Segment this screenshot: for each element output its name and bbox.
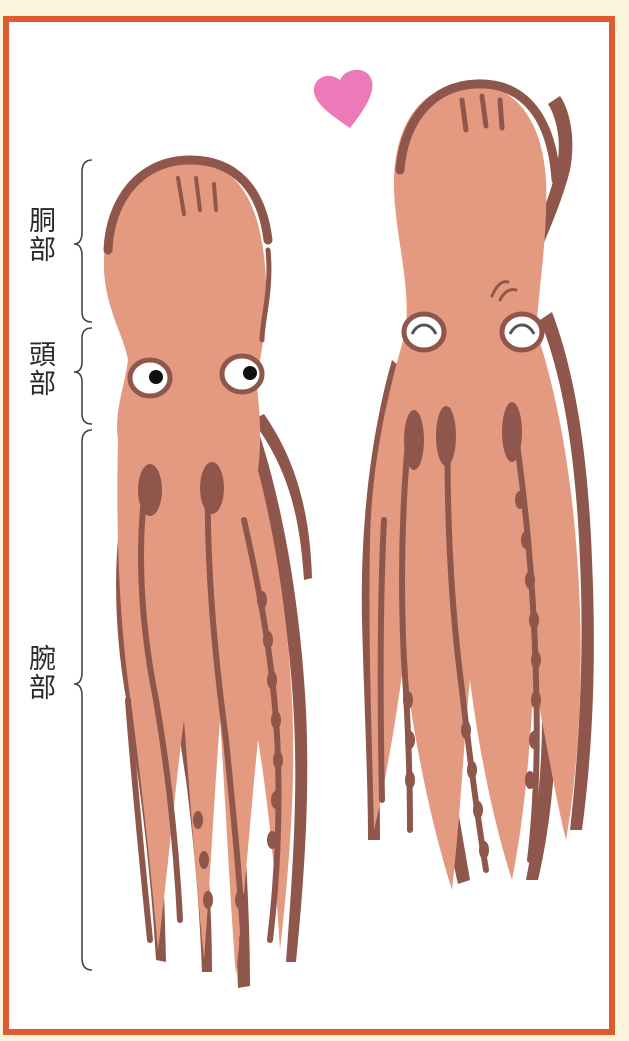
label-arms: 腕部 (24, 644, 54, 702)
left-mantle-and-body (104, 160, 293, 976)
bracket-body (74, 160, 92, 322)
heart-icon (314, 70, 373, 128)
bracket-head (74, 328, 92, 424)
eye-left-pupil (149, 370, 163, 384)
bracket-arms (74, 430, 92, 970)
label-body: 胴部 (24, 206, 54, 264)
part-brackets (74, 160, 92, 970)
eye-left-closed (404, 314, 444, 350)
octopus-right (362, 84, 594, 890)
octopus-left (104, 160, 312, 988)
eye-right-closed (502, 314, 542, 350)
eye-right-pupil (243, 366, 257, 380)
label-head: 頭部 (24, 340, 54, 398)
